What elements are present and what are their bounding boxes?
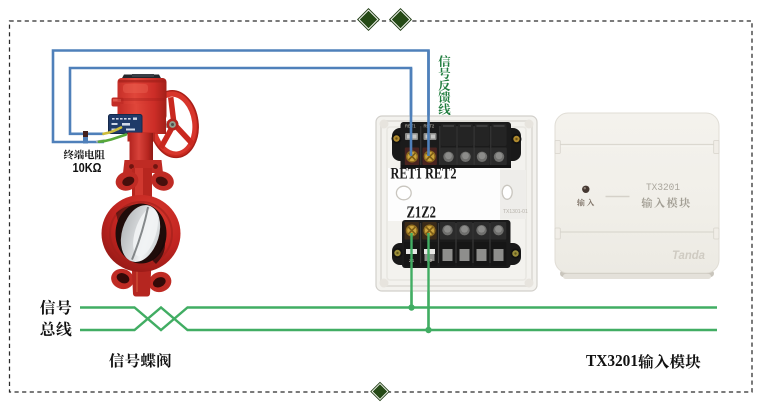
svg-text:Z1Z2: Z1Z2 — [407, 203, 437, 222]
svg-text:Z2: Z2 — [427, 258, 433, 263]
svg-text:10KΩ: 10KΩ — [73, 160, 102, 175]
svg-text:RET1 RET2: RET1 RET2 — [391, 166, 457, 183]
svg-text:TX1301-01: TX1301-01 — [503, 209, 528, 215]
svg-text:TX3201: TX3201 — [646, 182, 680, 194]
svg-text:Tanda: Tanda — [672, 248, 705, 262]
svg-text:TX3201: TX3201 — [586, 351, 638, 370]
